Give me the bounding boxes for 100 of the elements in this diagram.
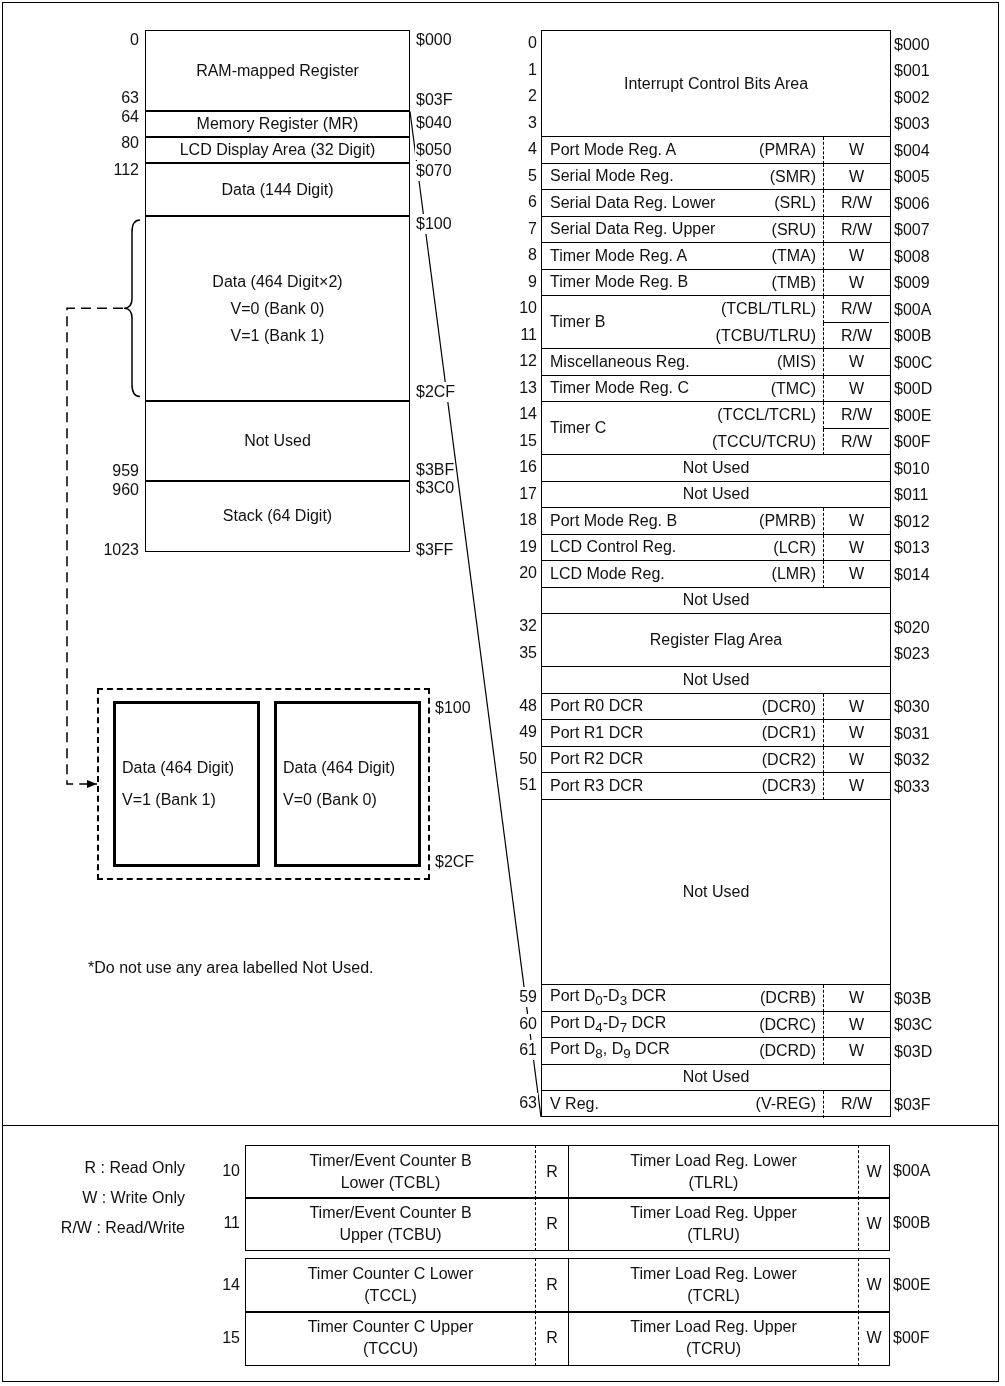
register-abbreviation: (DCR3) — [761, 776, 816, 797]
memory-block — [145, 162, 410, 217]
block-label: Data (464 Digit) — [283, 758, 397, 778]
access-code: W — [823, 1038, 889, 1065]
table-cell: R — [535, 1145, 568, 1199]
register-abbreviation: (SRU) — [771, 219, 816, 240]
table-cell: Timer/Event Counter B Upper (TCBU) — [245, 1197, 535, 1251]
offset-number: 10 — [222, 1161, 240, 1181]
address-label: $100 — [434, 698, 472, 718]
register-row — [542, 190, 890, 217]
block-label: RAM-mapped Register — [196, 61, 359, 82]
register-map — [541, 30, 891, 1117]
access-code: W — [823, 243, 889, 270]
register-abbreviation: (PMRA) — [759, 140, 816, 161]
register-abbreviation: (DCRB) — [760, 988, 816, 1009]
legend-key: R : Read Only — [84, 1158, 185, 1178]
register-abbreviation: (LCR) — [773, 537, 816, 558]
table-cell: W — [858, 1311, 890, 1366]
register-row — [542, 375, 890, 402]
register-row — [542, 349, 890, 376]
access-code: W — [823, 534, 889, 561]
register-row — [542, 534, 890, 561]
access-code: W — [823, 693, 889, 720]
register-row — [542, 1011, 890, 1038]
offset-number: 15 — [222, 1327, 240, 1348]
memory-bank-box — [113, 701, 260, 867]
block-label: LCD Display Area (32 Digit) — [179, 140, 376, 161]
register-name: LCD Mode Reg. — [550, 563, 665, 584]
block-label: Interrupt Control Bits Area — [622, 73, 810, 94]
legend-key: W : Write Only — [82, 1188, 185, 1208]
memory-block — [145, 110, 410, 138]
register-name: Timer Mode Reg. B — [550, 272, 689, 293]
table-cell: W — [858, 1258, 890, 1313]
access-code: W — [823, 773, 889, 800]
legend-key: R/W : Read/Write — [60, 1218, 185, 1238]
address-label: $00F — [893, 1327, 930, 1348]
register-row — [542, 296, 890, 349]
address-label: $3FF — [415, 540, 455, 560]
register-abbreviation: (DCR1) — [761, 723, 816, 744]
arrow — [66, 307, 124, 788]
offset-number: 60 — [518, 1013, 538, 1034]
access-code: R/W — [823, 190, 889, 217]
register-name: Serial Data Reg. Upper — [550, 219, 716, 240]
register-row — [542, 693, 890, 720]
register-abbreviation: (TCCU/TCRU) — [712, 431, 816, 452]
access-code: W — [823, 137, 889, 164]
register-abbreviation: (TMC) — [770, 378, 816, 399]
register-abbreviation: (DCRC) — [759, 1014, 816, 1035]
offset-number: 14 — [222, 1274, 240, 1295]
table-cell: Timer Load Reg. Lower (TLRL) — [568, 1145, 858, 1199]
address-label: $000 — [415, 30, 453, 50]
dashed-group-box — [97, 688, 430, 880]
table-cell: Timer/Event Counter B Lower (TCBL) — [245, 1145, 535, 1199]
register-abbreviation: (SMR) — [769, 166, 816, 187]
register-row — [542, 402, 890, 455]
register-abbreviation: (MIS) — [776, 352, 816, 373]
address-label: $3BF — [415, 460, 456, 480]
register-row — [542, 137, 890, 164]
register-name: Port Mode Reg. A — [550, 139, 677, 160]
register-row — [542, 561, 890, 588]
table-cell: Timer Load Reg. Upper (TLRU) — [568, 1197, 858, 1251]
table-cell: W — [858, 1197, 890, 1251]
access-code: W — [823, 508, 889, 535]
register-abbreviation: (TCBL/TLRL) — [720, 299, 816, 320]
register-row — [542, 773, 890, 800]
offset-number: 59 — [518, 987, 538, 1008]
register-row — [542, 163, 890, 190]
access-code: W — [823, 561, 889, 588]
block-label: Stack (64 Digit) — [222, 506, 333, 527]
table-cell: R — [535, 1197, 568, 1251]
block-label: Memory Register (MR) — [196, 114, 359, 135]
register-name: Port Mode Reg. B — [550, 510, 678, 531]
table-cell: Timer Counter C Lower (TCCL) — [245, 1258, 535, 1313]
expansion-line — [409, 110, 542, 1118]
register-name: LCD Control Reg. — [550, 537, 677, 558]
register-row — [542, 720, 890, 747]
access-code: W — [823, 720, 889, 747]
register-name: Timer B — [550, 312, 606, 332]
memory-block — [145, 480, 410, 552]
address-label: $00B — [893, 1213, 931, 1233]
memory-bank-box — [274, 701, 421, 867]
register-abbreviation: (DCRD) — [759, 1041, 816, 1062]
memory-block — [145, 30, 410, 112]
offset-number: 61 — [518, 1040, 538, 1061]
access-code: R/W — [823, 296, 889, 323]
block-label: Not Used — [681, 881, 751, 902]
register-abbreviation: (TMB) — [771, 272, 816, 293]
register-name: Timer Mode Reg. C — [550, 378, 689, 399]
access-code: W — [823, 375, 889, 402]
block-label: Not Used — [681, 484, 751, 505]
access-code: W — [823, 1011, 889, 1038]
register-abbreviation: (DCR2) — [761, 749, 816, 770]
access-code: W — [823, 985, 889, 1012]
table-cell: R — [535, 1258, 568, 1313]
register-name: Timer Mode Reg. A — [550, 245, 688, 266]
address-label: $2CF — [415, 382, 457, 402]
register-name: Port R0 DCR — [550, 696, 644, 717]
register-name: V Reg. — [550, 1094, 599, 1115]
table-cell: Timer Load Reg. Upper (TCRU) — [568, 1311, 858, 1366]
address-label: $070 — [415, 161, 453, 181]
